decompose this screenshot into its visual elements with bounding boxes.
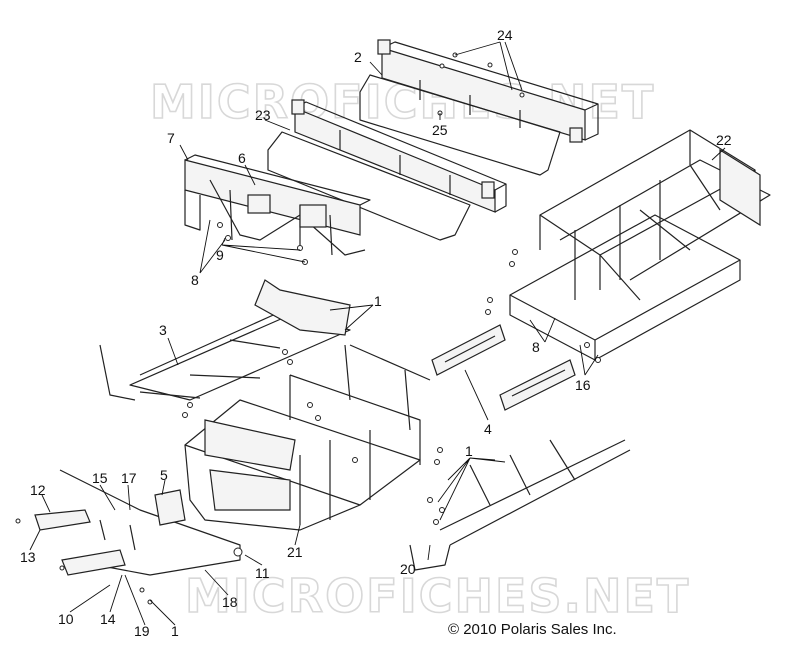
callout-20: 20	[400, 561, 416, 577]
callout-22: 22	[716, 132, 732, 148]
part-front-bumper	[15, 469, 243, 605]
part-center-chassis	[184, 344, 431, 531]
callout-10: 10	[58, 611, 74, 627]
callout-18: 18	[222, 594, 238, 610]
part-rear-floor-rail	[409, 439, 631, 571]
callout-3: 3	[159, 322, 167, 338]
callout-7: 7	[167, 130, 175, 146]
callout-8-rear: 8	[532, 339, 540, 355]
part-rear-rail-frame	[267, 99, 507, 241]
callout-21: 21	[287, 544, 303, 560]
part-floor-frame	[99, 279, 351, 418]
callout-1-floor: 1	[374, 293, 382, 309]
callout-24: 24	[497, 27, 513, 43]
callout-17: 17	[121, 470, 137, 486]
callout-14: 14	[100, 611, 116, 627]
callout-2: 2	[354, 49, 362, 65]
part-rear-main-frame	[509, 129, 771, 361]
callout-6: 6	[238, 150, 246, 166]
callout-4: 4	[484, 421, 492, 437]
callout-8-front: 8	[191, 272, 199, 288]
leader-lines	[29, 41, 726, 626]
part-rear-upper-frame	[359, 39, 599, 176]
callout-19: 19	[134, 623, 150, 639]
copyright-text: © 2010 Polaris Sales Inc.	[448, 621, 617, 638]
callout-1-bumper: 1	[171, 623, 179, 639]
callout-15: 15	[92, 470, 108, 486]
watermark-bottom: MICROFICHES.NET	[185, 569, 690, 623]
callout-11: 11	[255, 565, 270, 581]
callout-5: 5	[160, 467, 168, 483]
callout-12: 12	[30, 482, 46, 498]
callout-25: 25	[432, 122, 448, 138]
callout-13: 13	[20, 549, 36, 565]
hardware-bolts	[434, 52, 601, 465]
callouts: 24 2 25 23 7 6 9 8 22 1 3 8 16 4 1 5 15 …	[20, 27, 732, 639]
callout-23: 23	[255, 107, 271, 123]
callout-1-rail: 1	[465, 443, 473, 459]
part-front-bulkhead	[184, 154, 371, 265]
callout-16: 16	[575, 377, 591, 393]
part-skid-plates	[431, 324, 576, 411]
callout-9: 9	[216, 247, 224, 263]
